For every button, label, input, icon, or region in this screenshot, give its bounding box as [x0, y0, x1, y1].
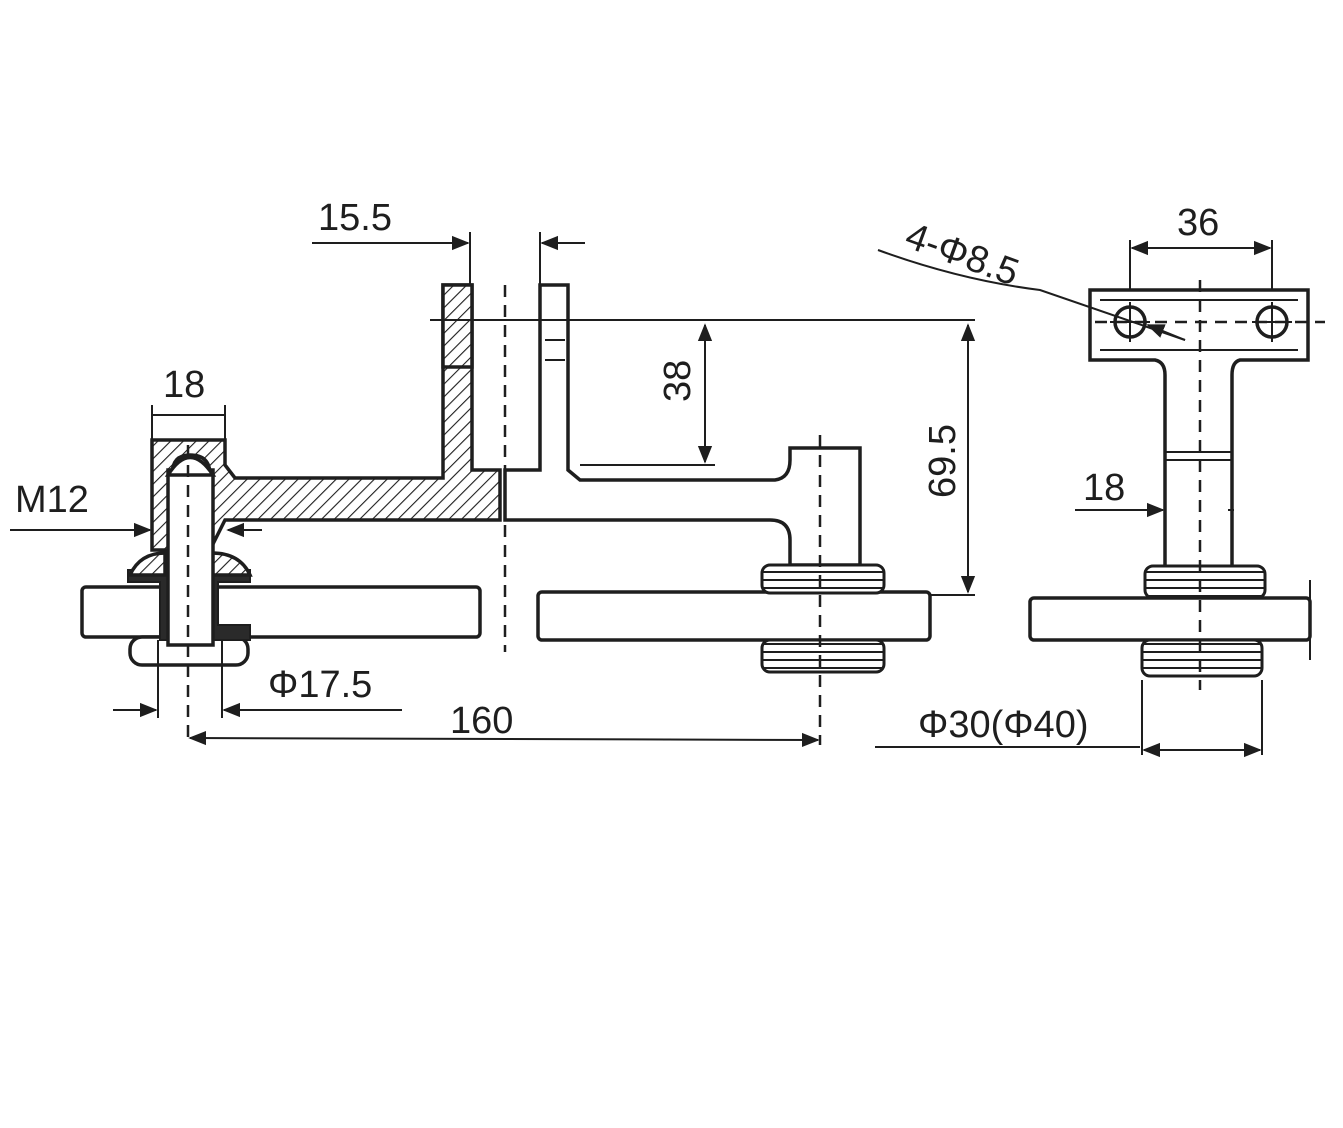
dim-15-5: 15.5 — [318, 197, 392, 239]
dim-18-left: 18 — [163, 364, 205, 406]
dim-phi30-phi40: Φ30(Φ40) — [918, 704, 1088, 746]
bottom-nut-side — [1140, 638, 1264, 678]
dim-160: 160 — [450, 700, 513, 742]
bottom-nut-right — [760, 638, 886, 674]
rubber-cap-left — [127, 551, 167, 577]
top-nut-side — [1143, 564, 1267, 600]
dim-phi17-5: Φ17.5 — [268, 664, 372, 706]
bolt-dome — [164, 455, 217, 477]
leader-4-phi8-5 — [877, 249, 1186, 341]
dim-38: 38 — [657, 360, 699, 402]
glass-panel-right — [536, 590, 932, 642]
upper-tab-hatched — [441, 283, 474, 369]
front-view: 15.5 18 M12 38 69.5 Φ17.5 160 — [10, 197, 976, 748]
dim-18-right: 18 — [1083, 467, 1125, 509]
glass-panel-side — [1028, 596, 1312, 642]
rubber-cap-right — [210, 551, 253, 577]
plain-arm-body — [503, 283, 862, 567]
dim-line-160 — [188, 730, 820, 748]
top-nut-right — [760, 563, 886, 595]
dim-36: 36 — [1177, 202, 1219, 244]
leader-4-phi8-5-arrow — [1146, 324, 1186, 341]
dim-69-5: 69.5 — [922, 424, 964, 498]
glass-panel-left — [80, 585, 482, 639]
label-m12: M12 — [15, 479, 89, 521]
label-4-phi8-5: 4-Φ8.5 — [900, 215, 1024, 294]
bolt-shaft — [166, 468, 215, 647]
